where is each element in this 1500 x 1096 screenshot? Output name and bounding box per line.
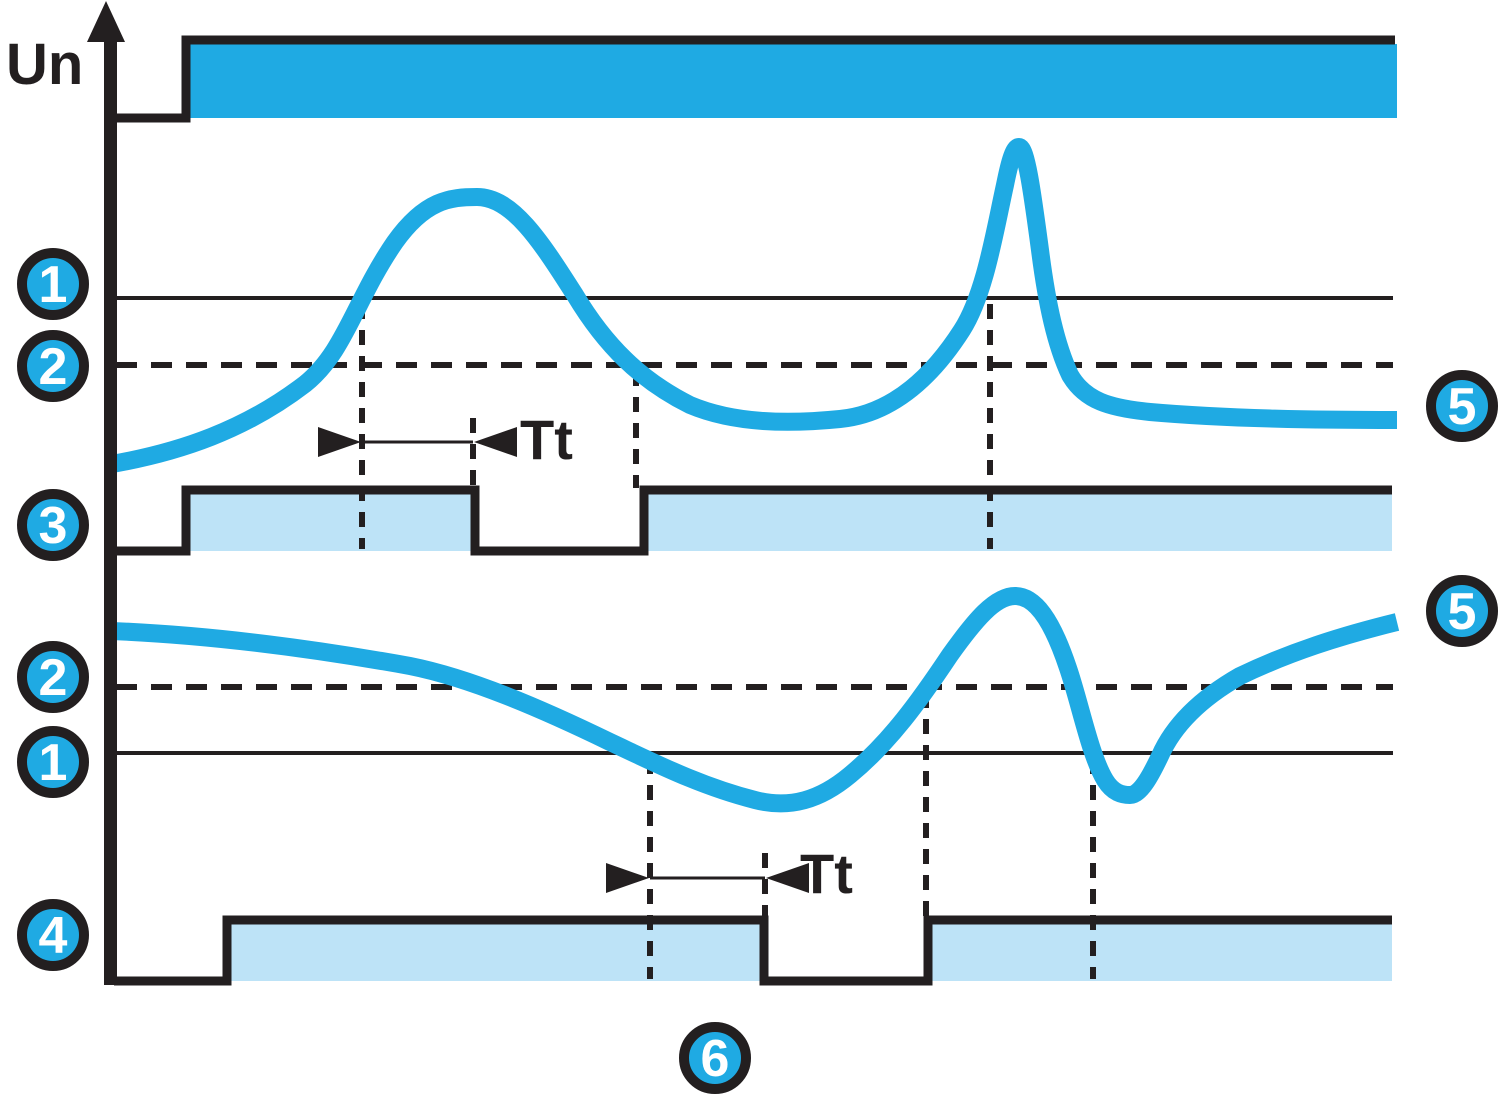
output-b-pulse1-fill [227,923,764,981]
callout-5-lower-signal: 5 [1426,575,1498,647]
callout-5-upper-signal: 5 [1426,370,1498,442]
supply-voltage-bar-fill [190,44,1397,118]
delay-lower-left-arrow-icon [606,863,649,893]
callout-1-lower-circle [17,726,89,798]
callout-4-circle [17,899,89,971]
output-a-waveform [114,485,1392,556]
un-axis-arrow-icon [87,1,125,42]
callout-4-digit: 4 [39,907,68,965]
callout-2-upper: 2 [17,330,89,402]
callout-6-circle [679,1022,751,1094]
callout-5-upper-circle [1426,370,1498,442]
callout-1-upper-digit: 1 [39,256,68,314]
callout-2-upper-digit: 2 [39,338,68,396]
output-b-pulse2-fill [928,923,1392,981]
supply-voltage-bar-outline [110,35,1395,123]
callout-5-lower-circle [1426,575,1498,647]
analog-signal-curve-upper [110,137,1398,473]
callout-1-upper: 1 [17,248,89,320]
delay-dimension-lower: Tt [606,842,853,905]
output-b-waveform [114,915,1392,986]
callout-1-upper-circle [17,248,89,320]
callout-5-upper-digit: 5 [1448,378,1477,436]
callout-2-lower-circle [17,641,89,713]
tt-label-lower: Tt [800,842,853,905]
callout-2-upper-circle [17,330,89,402]
callout-6-time: 6 [679,1022,751,1094]
output-a-pulse1-fill [186,493,475,551]
callout-2-lower-digit: 2 [39,649,68,707]
delay-dimension-upper: Tt [318,408,573,471]
delay-lower-right-arrow-icon [766,863,809,893]
un-axis-label: Un [6,32,83,97]
callout-3-digit: 3 [39,497,68,555]
delay-upper-left-arrow-icon [318,427,361,457]
callout-6-digit: 6 [701,1030,730,1088]
delay-upper-right-arrow-icon [474,427,517,457]
analog-signal-curve-lower [111,586,1400,813]
callout-5-lower-digit: 5 [1448,583,1477,641]
callout-2-lower: 2 [17,641,89,713]
callout-3-circle [17,489,89,561]
callout-1-lower-digit: 1 [39,734,68,792]
callout-4-output-b: 4 [17,899,89,971]
callout-3-output-a: 3 [17,489,89,561]
callout-1-lower: 1 [17,726,89,798]
un-axis-line [104,28,117,985]
output-a-pulse2-fill [644,493,1392,551]
tt-label-upper: Tt [520,408,573,471]
